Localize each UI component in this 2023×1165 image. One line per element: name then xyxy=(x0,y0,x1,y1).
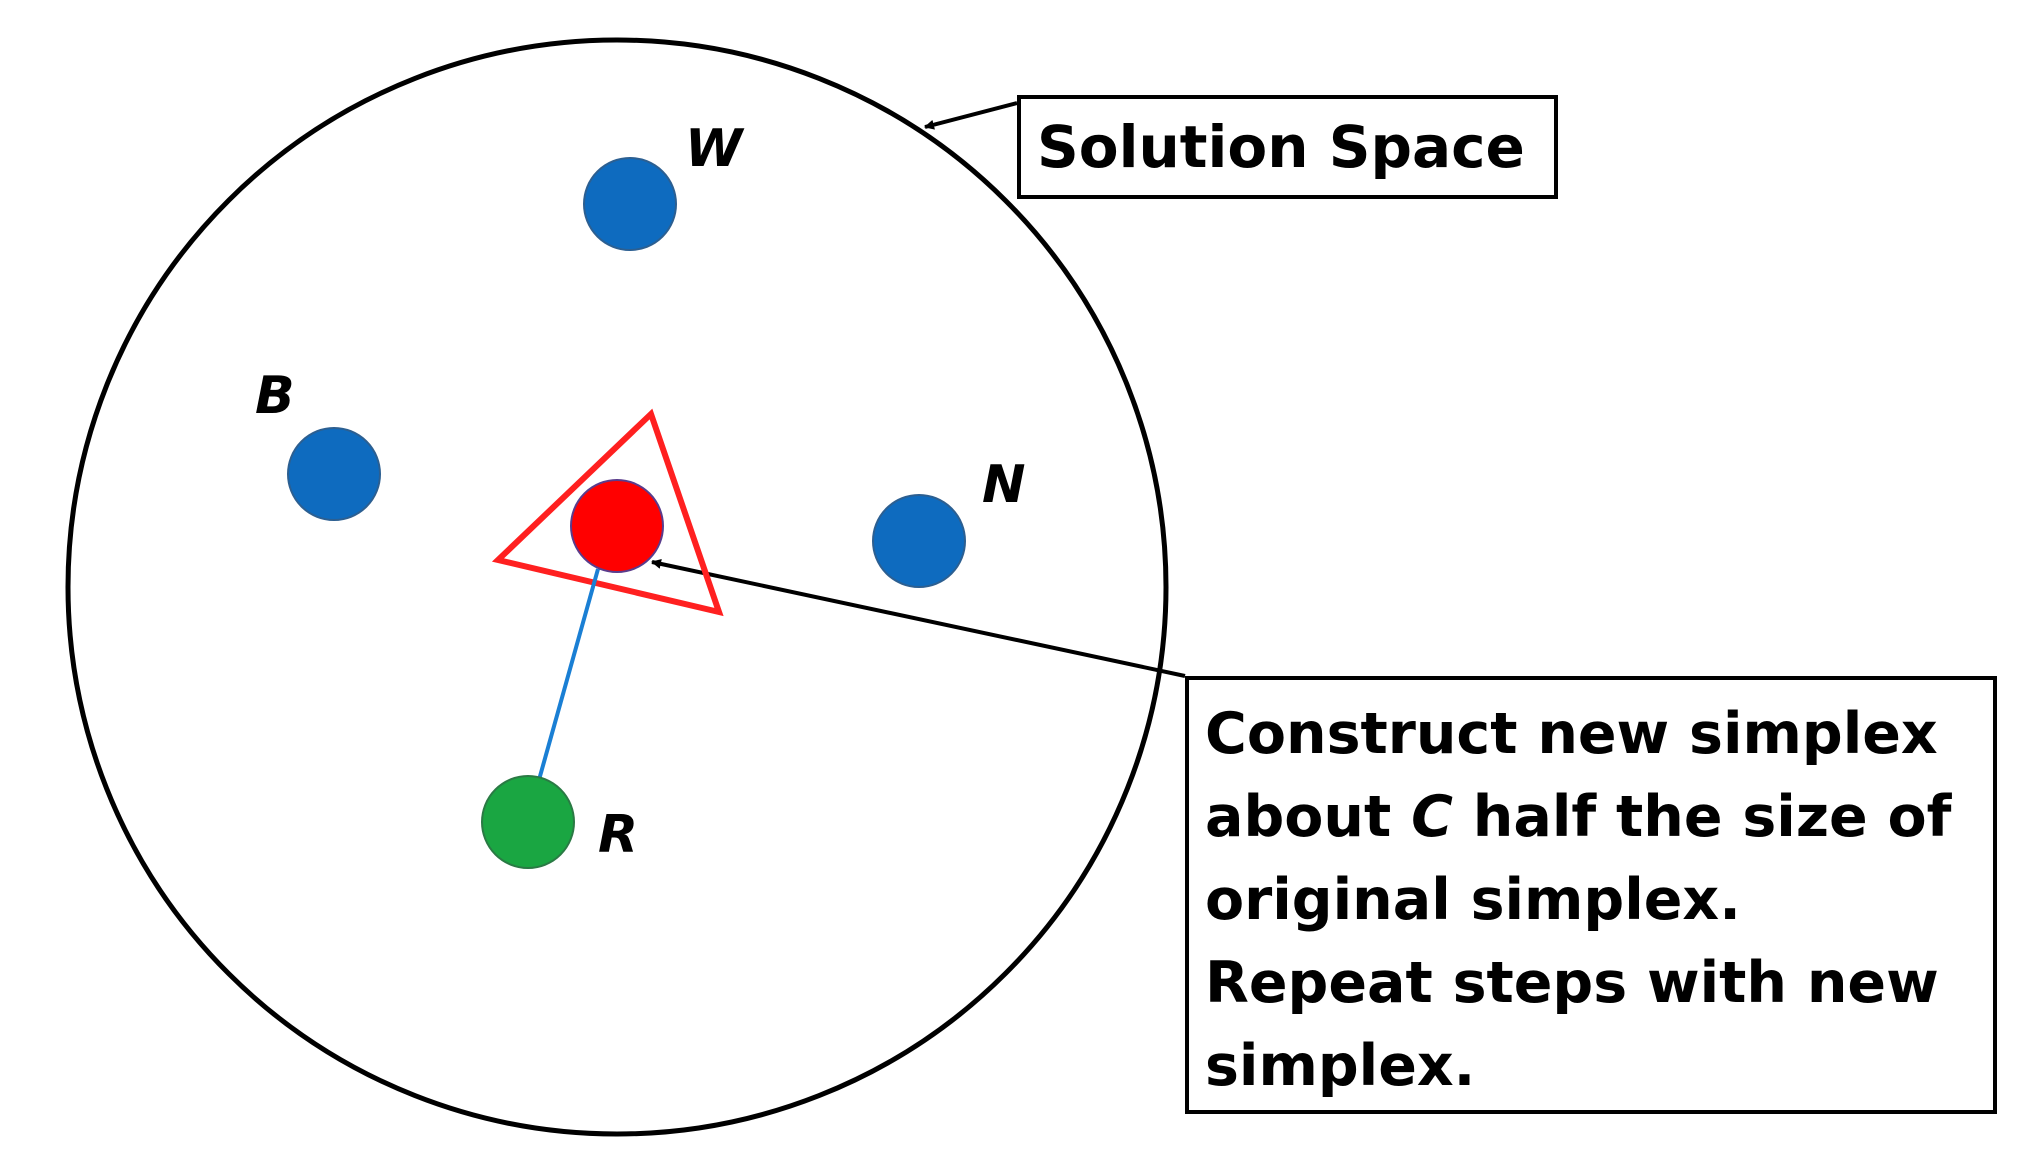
note-pointer-arrow xyxy=(651,558,1186,678)
note-line-3: original simplex. xyxy=(1205,867,1741,933)
point-b-label: B xyxy=(255,366,295,426)
point-r-label: R xyxy=(598,805,638,865)
note-line-2-start: about xyxy=(1205,784,1412,850)
note-point-c-reference: C xyxy=(1411,784,1453,850)
point-b xyxy=(287,427,381,521)
note-line-2: about C half the size of xyxy=(1205,776,1993,859)
point-c xyxy=(570,479,664,573)
point-r xyxy=(481,775,575,869)
note-line-5: simplex. xyxy=(1205,1033,1476,1099)
solution-space-circle xyxy=(65,37,1169,1137)
instruction-note-box: Construct new simplex about C half the s… xyxy=(1185,676,1997,1114)
note-line-4: Repeat steps with new xyxy=(1205,950,1939,1016)
solution-space-pointer-arrow xyxy=(924,101,1018,130)
note-line-1: Construct new simplex xyxy=(1205,701,1938,767)
point-w xyxy=(583,157,677,251)
point-n-label: N xyxy=(982,455,1026,515)
solution-space-label-box: Solution Space xyxy=(1017,95,1558,199)
solution-space-label: Solution Space xyxy=(1037,113,1525,181)
point-n xyxy=(872,494,966,588)
simplex-triangle xyxy=(491,408,724,617)
note-line-2-end: half the size of xyxy=(1452,784,1952,850)
reflection-arrow xyxy=(533,568,600,789)
point-w-label: W xyxy=(685,119,745,179)
